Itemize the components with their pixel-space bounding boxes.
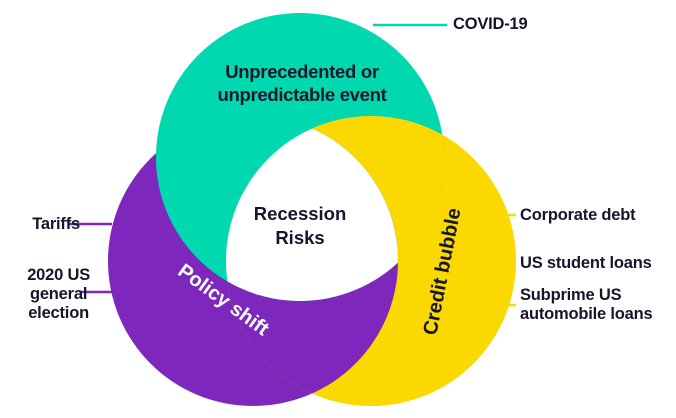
callout-label-corporate-debt: Corporate debt — [520, 206, 636, 224]
callout-label-2020-us-general-election: 2020 US general election — [27, 266, 90, 322]
callout-label-us-student-loans: US student loans — [520, 254, 652, 272]
callout-label-tariffs: Tariffs — [32, 215, 80, 233]
callout-label-covid: COVID-19 — [453, 15, 528, 33]
callout-label-subprime-automobile-loans: Subprime US automobile loans — [520, 286, 653, 323]
center-label-recession-risks: Recession Risks — [253, 203, 347, 248]
circle-label-green: Unprecedented or unpredictable event — [217, 61, 387, 105]
